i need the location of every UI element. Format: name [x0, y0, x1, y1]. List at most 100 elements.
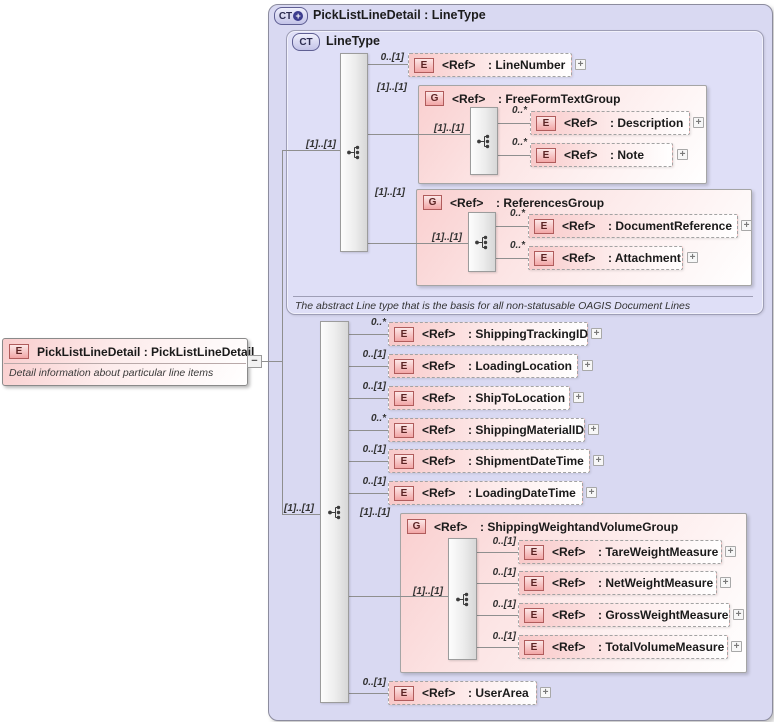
- expand-button-NetWeightMeasure[interactable]: +: [720, 577, 731, 588]
- expand-button-Attachment[interactable]: +: [687, 252, 698, 263]
- element-UserArea[interactable]: E <Ref> : UserArea: [388, 681, 537, 705]
- expand-button-TareWeightMeasure[interactable]: +: [725, 546, 736, 557]
- ref-label: <Ref>: [422, 686, 456, 700]
- connector-line: [496, 226, 528, 227]
- expand-button-DocumentReference[interactable]: +: [741, 220, 752, 231]
- element-name: : Attachment: [608, 251, 681, 265]
- element-Note[interactable]: E <Ref> : Note: [530, 143, 673, 167]
- sequence-compositor[interactable]: [340, 53, 368, 252]
- element-DocumentReference[interactable]: E <Ref> : DocumentReference: [528, 214, 738, 238]
- expand-button-Description[interactable]: +: [693, 117, 704, 128]
- element-TotalVolumeMeasure[interactable]: E <Ref> : TotalVolumeMeasure: [518, 635, 728, 659]
- expand-button-LineNumber[interactable]: +: [575, 59, 586, 70]
- expand-button-UserArea[interactable]: +: [540, 687, 551, 698]
- connector-line: [477, 647, 518, 648]
- cardinality-label: 0..[1]: [362, 677, 386, 688]
- expand-button-TotalVolumeMeasure[interactable]: +: [731, 641, 742, 652]
- sequence-compositor[interactable]: [448, 538, 477, 660]
- element-name: : TotalVolumeMeasure: [598, 640, 725, 654]
- element-icon: E: [394, 390, 414, 406]
- expand-button-ShipToLocation[interactable]: +: [573, 392, 584, 403]
- connector-line: [349, 693, 388, 694]
- element-TareWeightMeasure[interactable]: E <Ref> : TareWeightMeasure: [518, 540, 722, 564]
- element-icon: E: [394, 485, 414, 501]
- group-icon: G: [407, 519, 426, 534]
- ref-label: <Ref>: [434, 519, 468, 534]
- ref-label: <Ref>: [562, 219, 596, 233]
- expand-button-LoadingDateTime[interactable]: +: [586, 487, 597, 498]
- cardinality-label: 0..[1]: [362, 381, 386, 392]
- sequence-compositor[interactable]: [320, 321, 349, 703]
- connector-line: [496, 258, 528, 259]
- element-name: : Description: [610, 116, 684, 130]
- plus-circle-icon: +: [293, 11, 304, 21]
- element-icon: E: [9, 344, 29, 359]
- element-GrossWeightMeasure[interactable]: E <Ref> : GrossWeightMeasure: [518, 603, 730, 627]
- ref-label: <Ref>: [552, 576, 586, 590]
- expand-button-GrossWeightMeasure[interactable]: +: [733, 609, 744, 620]
- element-icon: E: [524, 639, 544, 655]
- cardinality-label: 0..[1]: [380, 52, 404, 63]
- ref-label: <Ref>: [564, 148, 598, 162]
- connector-trunk: [282, 150, 283, 515]
- ref-label: <Ref>: [552, 640, 586, 654]
- element-icon: E: [394, 326, 414, 342]
- annotation-separator: [293, 296, 753, 297]
- element-name: : GrossWeightMeasure: [598, 608, 729, 622]
- expand-button-LoadingLocation[interactable]: +: [582, 360, 593, 371]
- element-LoadingDateTime[interactable]: E <Ref> : LoadingDateTime: [388, 481, 583, 505]
- sequence-compositor[interactable]: [470, 107, 498, 175]
- element-name: : LineNumber: [488, 58, 566, 72]
- group-icon: G: [425, 91, 444, 106]
- ref-label: <Ref>: [552, 608, 586, 622]
- cardinality-label: 0..[1]: [492, 536, 516, 547]
- element-name: : DocumentReference: [608, 219, 733, 233]
- linetype-annotation: The abstract Line type that is the basis…: [295, 300, 691, 312]
- element-LoadingLocation[interactable]: E <Ref> : LoadingLocation: [388, 354, 578, 378]
- ct-badge-label: CT: [278, 10, 293, 22]
- expand-button-ShipmentDateTime[interactable]: +: [593, 455, 604, 466]
- expand-button-ShippingTrackingID[interactable]: +: [591, 328, 602, 339]
- cardinality-label: [1]..[1]: [432, 232, 462, 243]
- expand-button-ShippingMaterialID[interactable]: +: [588, 424, 599, 435]
- element-NetWeightMeasure[interactable]: E <Ref> : NetWeightMeasure: [518, 571, 717, 595]
- connector-line: [349, 366, 388, 367]
- cardinality-label: [1]..[1]: [284, 503, 314, 514]
- cardinality-label: 0..[1]: [492, 631, 516, 642]
- linetype-badge: CT: [292, 33, 320, 51]
- cardinality-label: [1]..[1]: [360, 507, 390, 518]
- group-header: G <Ref> : ReferencesGroup: [417, 190, 751, 210]
- cardinality-label: 0..*: [370, 413, 386, 424]
- element-LineNumber[interactable]: E <Ref> : LineNumber: [408, 53, 572, 77]
- ref-label: <Ref>: [442, 58, 476, 72]
- element-icon: E: [394, 453, 414, 469]
- element-ShippingMaterialID[interactable]: E <Ref> : ShippingMaterialID: [388, 418, 585, 442]
- ref-label: <Ref>: [552, 545, 586, 559]
- ref-label: <Ref>: [422, 391, 456, 405]
- element-icon: E: [394, 358, 414, 374]
- linetype-title: LineType: [326, 34, 380, 48]
- ref-label: <Ref>: [564, 116, 598, 130]
- connector-line: [368, 64, 408, 65]
- element-PickListLineDetail[interactable]: E PickListLineDetail : PickListLineDetai…: [2, 338, 254, 386]
- connector-line: [262, 361, 283, 362]
- cardinality-label: 0..[1]: [362, 444, 386, 455]
- element-Attachment[interactable]: E <Ref> : Attachment: [528, 246, 683, 270]
- expand-button-Note[interactable]: +: [677, 149, 688, 160]
- element-ShippingTrackingID[interactable]: E <Ref> : ShippingTrackingID: [388, 322, 588, 346]
- collapse-button[interactable]: −: [247, 355, 262, 368]
- element-annotation: Detail information about particular line…: [9, 367, 214, 379]
- cardinality-label: [1]..[1]: [375, 187, 405, 198]
- group-name: : ShippingWeightandVolumeGroup: [480, 519, 679, 534]
- element-Description[interactable]: E <Ref> : Description: [530, 111, 690, 135]
- element-ShipmentDateTime[interactable]: E <Ref> : ShipmentDateTime: [388, 449, 590, 473]
- sequence-compositor[interactable]: [468, 212, 496, 272]
- element-ShipToLocation[interactable]: E <Ref> : ShipToLocation: [388, 386, 570, 410]
- connector-line: [349, 430, 388, 431]
- cardinality-label: [1]..[1]: [434, 123, 464, 134]
- cardinality-label: 0..[1]: [362, 476, 386, 487]
- sequence-icon: [477, 134, 490, 148]
- complex-type-badge: CT+: [274, 7, 308, 25]
- element-title: PickListLineDetail : PickListLineDetail: [37, 344, 255, 359]
